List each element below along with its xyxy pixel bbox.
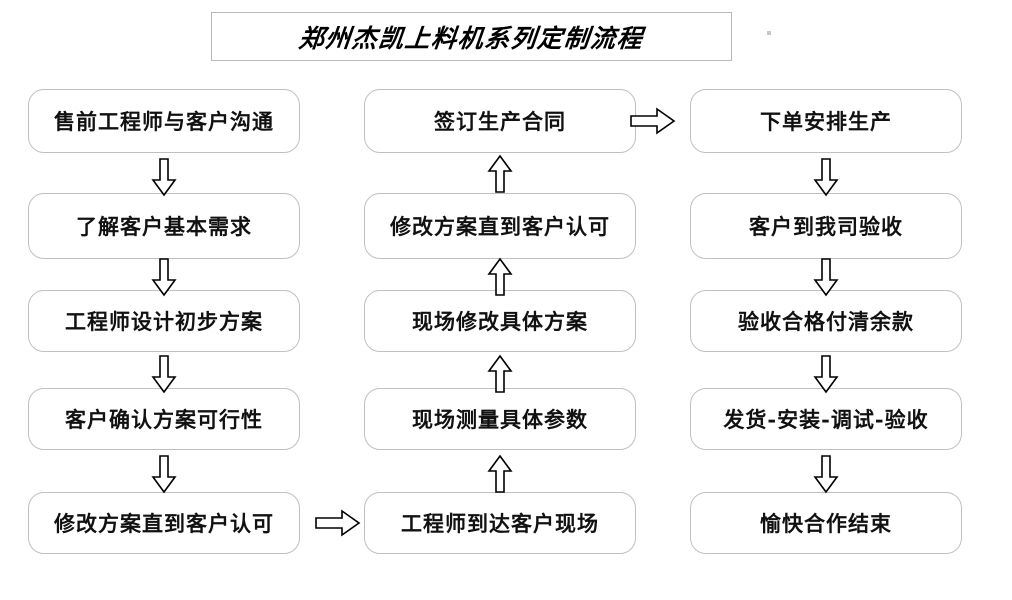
flow-node-label: 发货-安装-调试-验收 <box>723 406 929 432</box>
flow-node-onsite-revise-plan[interactable]: 现场修改具体方案 <box>364 290 636 352</box>
flow-node-label: 现场修改具体方案 <box>412 308 588 334</box>
arrow-up-icon <box>486 354 514 393</box>
flow-node-label: 售前工程师与客户沟通 <box>54 108 274 134</box>
arrow-right-icon <box>315 508 361 538</box>
flow-node-label: 工程师到达客户现场 <box>401 510 599 536</box>
flow-node-label: 了解客户基本需求 <box>76 213 252 239</box>
flow-node-label: 签订生产合同 <box>434 108 566 134</box>
arrow-down-icon <box>150 258 178 297</box>
arrow-up-icon <box>486 454 514 493</box>
scan-artifact-mark <box>767 31 771 35</box>
arrow-down-icon <box>812 158 840 197</box>
flow-node-label: 修改方案直到客户认可 <box>54 510 274 536</box>
flow-node-label: 客户到我司验收 <box>749 213 903 239</box>
arrow-down-icon <box>150 455 178 494</box>
flow-node-onsite-measure-parameters[interactable]: 现场测量具体参数 <box>364 388 636 450</box>
flow-node-sign-production-contract[interactable]: 签订生产合同 <box>364 89 636 153</box>
flow-node-label: 现场测量具体参数 <box>412 406 588 432</box>
flow-node-sales-engineer-communication[interactable]: 售前工程师与客户沟通 <box>28 89 300 153</box>
arrow-down-icon <box>150 158 178 197</box>
flow-node-ship-install-commission-accept[interactable]: 发货-安装-调试-验收 <box>690 388 962 450</box>
flow-node-label: 愉快合作结束 <box>760 510 892 536</box>
flow-node-revise-until-approved-left[interactable]: 修改方案直到客户认可 <box>28 492 300 554</box>
flow-node-understand-requirements[interactable]: 了解客户基本需求 <box>28 193 300 259</box>
page-title: 郑州杰凯上料机系列定制流程 <box>297 23 646 53</box>
chart-title-box: 郑州杰凯上料机系列定制流程 <box>211 12 732 61</box>
arrow-down-icon <box>812 355 840 394</box>
flow-node-customer-confirm-feasibility[interactable]: 客户确认方案可行性 <box>28 388 300 450</box>
flow-node-label: 工程师设计初步方案 <box>65 308 263 334</box>
flow-node-place-order-arrange-production[interactable]: 下单安排生产 <box>690 89 962 153</box>
flow-node-engineer-initial-design[interactable]: 工程师设计初步方案 <box>28 290 300 352</box>
flow-node-label: 客户确认方案可行性 <box>65 406 263 432</box>
flow-node-customer-inspection-at-factory[interactable]: 客户到我司验收 <box>690 193 962 259</box>
flow-node-engineer-arrive-onsite[interactable]: 工程师到达客户现场 <box>364 492 636 554</box>
arrow-down-icon <box>150 355 178 394</box>
flow-node-pay-balance-after-acceptance[interactable]: 验收合格付清余款 <box>690 290 962 352</box>
arrow-right-icon <box>630 106 676 136</box>
arrow-down-icon <box>812 455 840 494</box>
arrow-down-icon <box>812 258 840 297</box>
flow-node-label: 下单安排生产 <box>760 108 892 134</box>
flow-node-label: 验收合格付清余款 <box>738 308 914 334</box>
flow-node-cooperation-end[interactable]: 愉快合作结束 <box>690 492 962 554</box>
flow-node-label: 修改方案直到客户认可 <box>390 213 610 239</box>
flow-node-revise-until-approved-middle[interactable]: 修改方案直到客户认可 <box>364 193 636 259</box>
arrow-up-icon <box>486 257 514 296</box>
arrow-up-icon <box>486 154 514 193</box>
